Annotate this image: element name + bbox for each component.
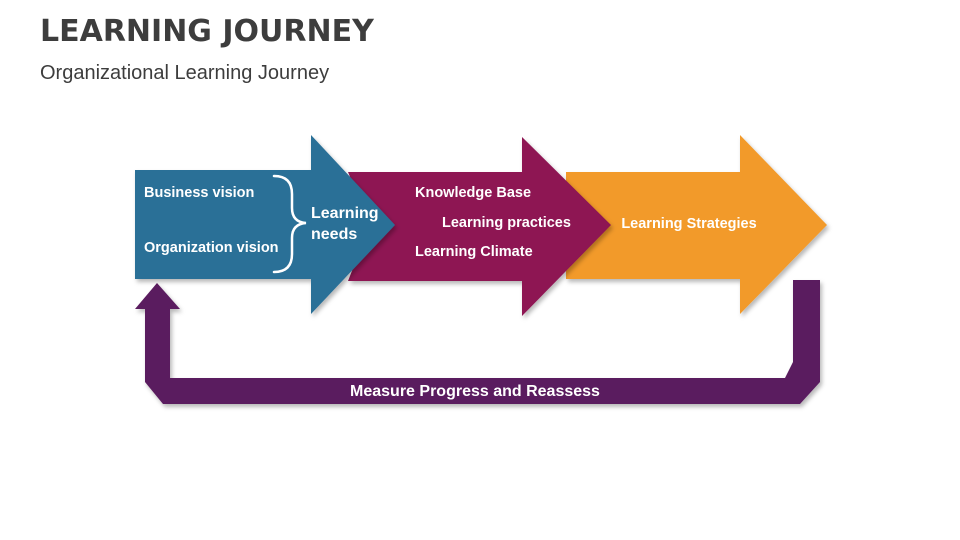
stage-1-result-line-1: Learning bbox=[311, 205, 379, 222]
stage-2-arrow bbox=[348, 137, 611, 316]
curly-brace-icon bbox=[272, 174, 307, 274]
stage-2-item-1: Knowledge Base bbox=[415, 185, 531, 201]
stage-3-label: Learning Strategies bbox=[621, 216, 756, 232]
page-title: LEARNING JOURNEY bbox=[40, 14, 374, 49]
feedback-label: Measure Progress and Reassess bbox=[350, 383, 600, 400]
stage-2-item-3: Learning Climate bbox=[415, 244, 533, 260]
stage-1-item-1: Business vision bbox=[144, 185, 254, 201]
stage-2-item-2: Learning practices bbox=[442, 215, 571, 231]
stage-1-arrow bbox=[135, 135, 395, 314]
feedback-arrow bbox=[135, 280, 820, 404]
stage-1-result-line-2: needs bbox=[311, 226, 357, 243]
page-subtitle: Organizational Learning Journey bbox=[40, 62, 330, 84]
stage-1-item-2: Organization vision bbox=[144, 240, 279, 256]
stage-3-arrow bbox=[566, 135, 827, 314]
